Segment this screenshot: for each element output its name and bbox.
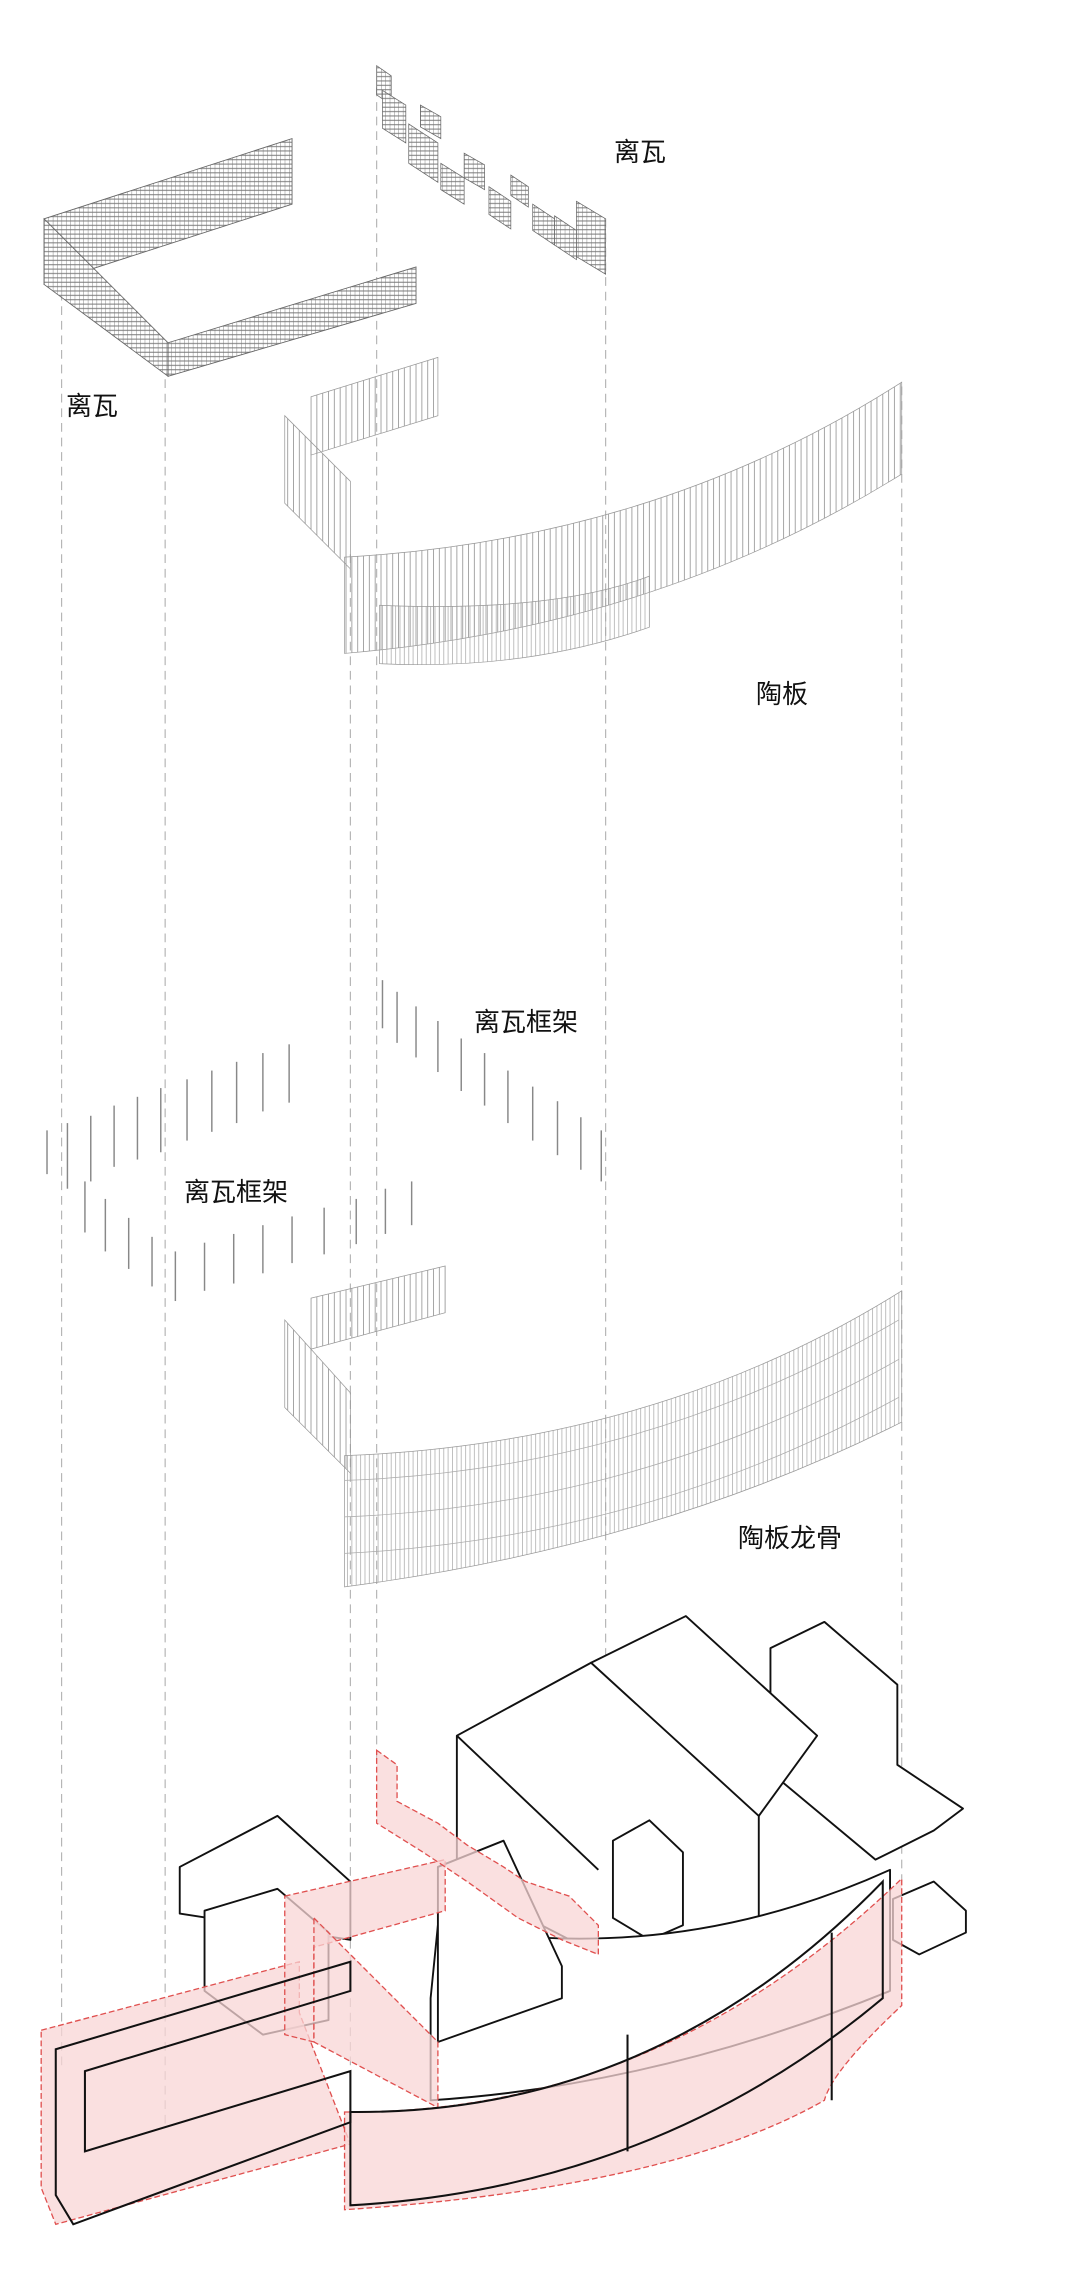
building-outlines [54,1879,884,2226]
stair-tower [611,1819,684,1941]
tile-mesh-right [376,64,606,275]
tile-frame-right [381,980,602,1182]
label-tile-frame-right: 离瓦框架 [474,1008,579,1038]
hall-front-wall [313,1916,439,2109]
label-terracotta-panel: 陶板 [756,680,809,710]
inner-block [436,1839,563,2043]
terracotta-keel [284,1265,903,1588]
facade-highlight [40,1748,903,2226]
label-tile-top-left: 离瓦 [66,392,119,422]
label-terracotta-keel: 陶板龙骨 [738,1524,843,1554]
tile-pattern-panels [375,1748,599,1956]
tile-frame-left [46,1044,413,1302]
tile-mesh-left [43,137,417,378]
building-model [178,1615,967,2102]
back-wing [769,1620,964,1861]
label-tile-frame-left: 离瓦框架 [184,1178,289,1208]
curved-front-facade [343,1877,903,2211]
right-small-block [892,1880,967,1956]
label-tile-top-right: 离瓦 [614,138,667,168]
terracotta-panel [284,356,903,666]
